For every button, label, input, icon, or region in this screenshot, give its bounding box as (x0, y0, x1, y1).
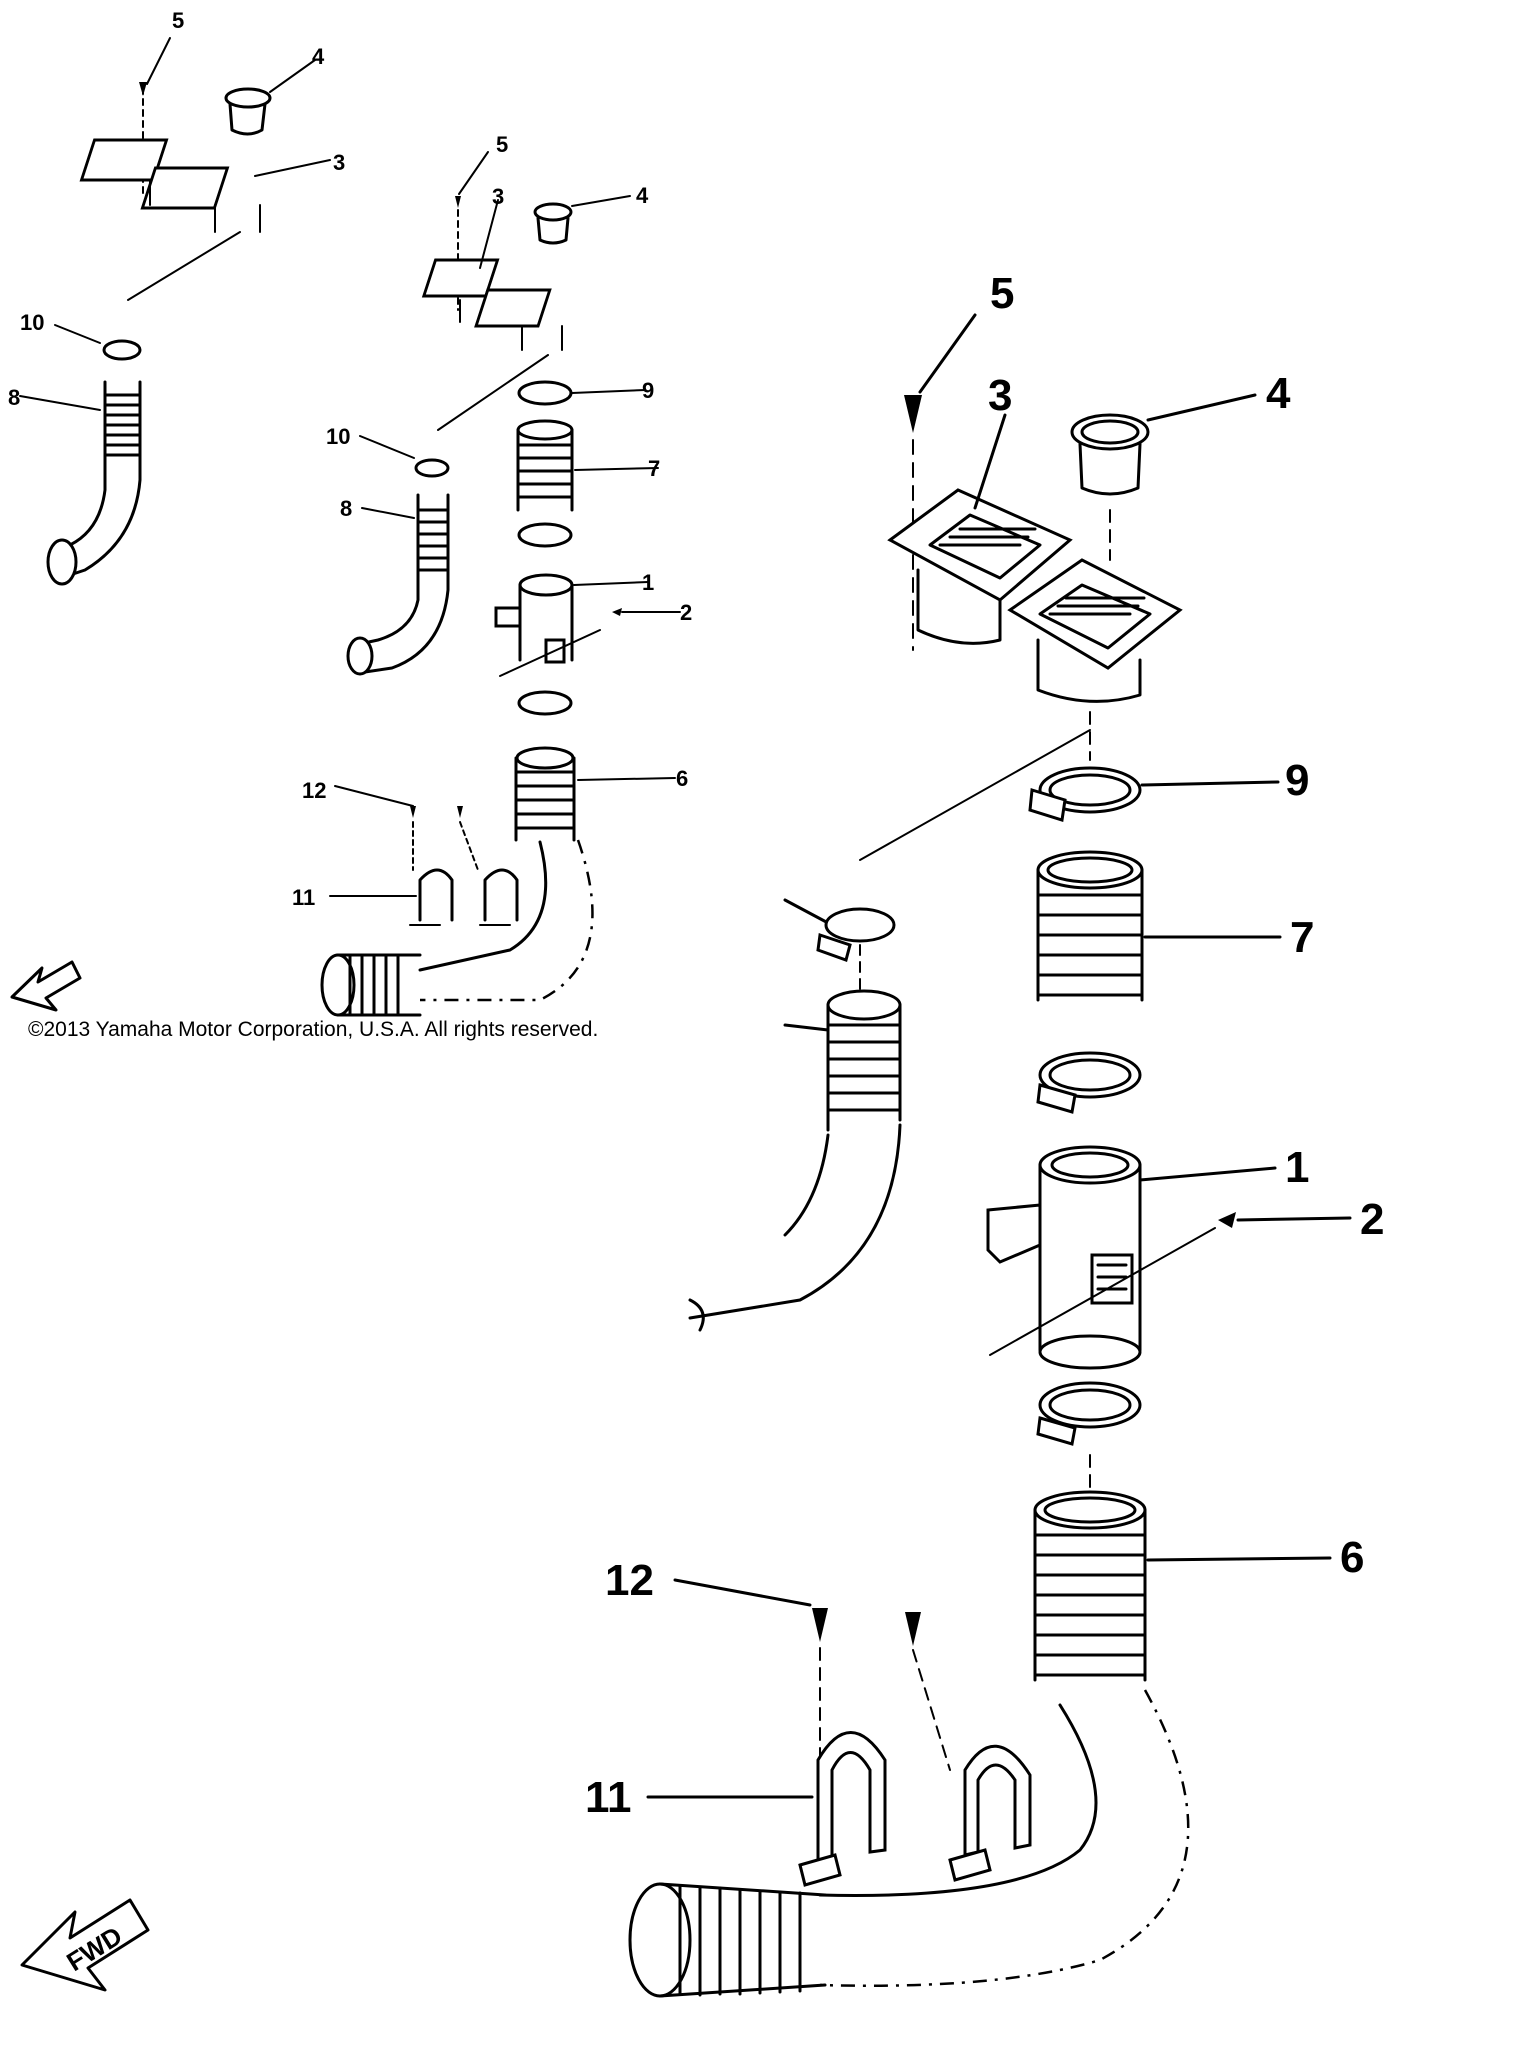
bottom-hose-small-b (320, 953, 422, 1017)
callout-4: 4 (312, 44, 325, 69)
callout-5: 5 (172, 8, 184, 33)
hose-8-small-b (346, 493, 450, 676)
large-view: FWD (20, 313, 1352, 1998)
callout-4: 4 (636, 183, 649, 208)
callout-1: 1 (642, 570, 654, 595)
cap-4-small-b (533, 202, 573, 245)
callout-8: 8 (340, 496, 352, 521)
bottom-hose-large (628, 1882, 827, 1998)
screw-12-large-b (905, 1612, 921, 1646)
callout-2: 2 (1360, 1195, 1384, 1244)
callout-9: 9 (1285, 756, 1309, 805)
screw-2-large (1218, 1212, 1236, 1228)
fitting-1-small-b (494, 573, 574, 664)
small-view-a (19, 37, 331, 586)
callout-3: 3 (333, 150, 345, 175)
callout-11: 11 (292, 885, 315, 910)
screw-5-large (904, 395, 922, 433)
callout-6: 6 (676, 766, 688, 791)
vent-cover-3-small-a (79, 138, 261, 233)
bracket-11-large-a (798, 1731, 887, 1887)
callout-10: 10 (20, 310, 44, 335)
callout-12: 12 (605, 1556, 654, 1605)
callout-1: 1 (1285, 1143, 1309, 1192)
clamp-9-small-b (517, 380, 573, 406)
callout-9: 9 (642, 378, 654, 403)
fwd-arrow-large: FWD (20, 1898, 150, 1992)
clamp-lower-large (1036, 1381, 1142, 1446)
callout-6: 6 (1340, 1533, 1364, 1582)
callout-5: 5 (496, 132, 508, 157)
screw-12-large-a (812, 1608, 828, 1642)
bracket-11-large-b (948, 1744, 1032, 1882)
hose-8-small-a (46, 380, 142, 586)
callout-10: 10 (326, 424, 350, 449)
callout-3: 3 (492, 184, 504, 209)
callout-7: 7 (648, 456, 660, 481)
copyright-text: ©2013 Yamaha Motor Corporation, U.S.A. A… (28, 1018, 599, 1041)
callout-12: 12 (302, 778, 326, 803)
fitting-1-large (986, 1145, 1142, 1370)
callout-3: 3 (988, 371, 1012, 420)
fwd-arrow-small (10, 960, 82, 1012)
cap-4-large (1070, 413, 1150, 496)
hose-8-large-partial (688, 898, 902, 1332)
clamp-upper-large (1036, 1051, 1142, 1114)
screw-5-small-a (139, 82, 147, 96)
callout-5: 5 (990, 269, 1014, 318)
vent-cover-3-small-b (421, 258, 563, 351)
cap-4-small-a (224, 87, 272, 136)
vent-cover-3-large (887, 488, 1183, 703)
callout-11: 11 (585, 1773, 632, 1822)
clamp-9-large (1028, 766, 1142, 822)
hose-6-small-b (418, 746, 594, 1002)
small-view-b (320, 151, 681, 1017)
callout-2: 2 (680, 600, 692, 625)
hose-6-large (818, 1490, 1190, 1987)
callout-8: 8 (8, 385, 20, 410)
callout-7: 7 (1290, 913, 1314, 962)
hose-7-small-b (516, 419, 574, 512)
callout-4: 4 (1266, 369, 1291, 418)
clamp-10-small-a (102, 339, 142, 361)
clamp-10-small-b (414, 458, 450, 478)
bracket-11-small-b (409, 868, 519, 926)
hose-7-large (1036, 850, 1144, 1002)
